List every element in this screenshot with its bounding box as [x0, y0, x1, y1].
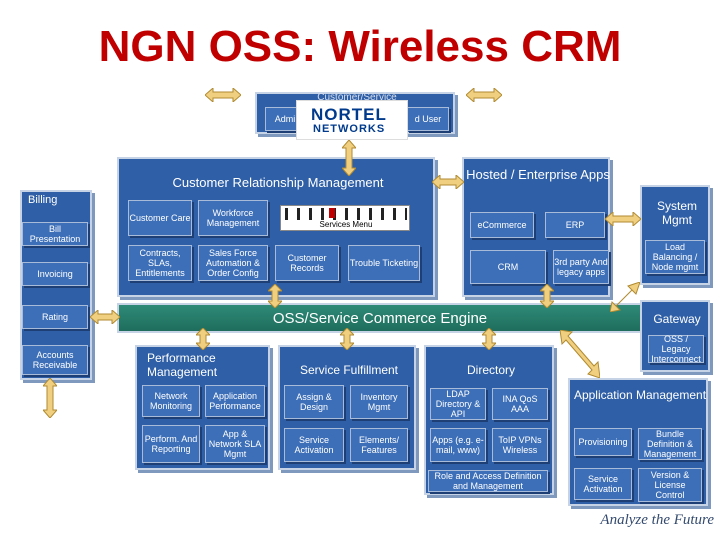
slide-title: NGN OSS: Wireless CRM	[98, 22, 622, 71]
rating: Rating	[22, 305, 88, 329]
invoicing: Invoicing	[22, 262, 88, 286]
hosted-title: Hosted / Enterprise Apps	[466, 167, 610, 182]
crm-hosted-cell: CRM	[470, 250, 546, 284]
directory-title: Directory	[466, 363, 515, 377]
customer-service-label: Customer/Service	[317, 92, 397, 103]
load-balancing-cell: Load Balancing / Node mgmt	[645, 240, 705, 274]
arrow-billing-engine	[90, 310, 120, 324]
network-monitoring-cell: Network Monitoring	[142, 385, 200, 417]
elements-features-cell: Elements/ Features	[350, 428, 408, 462]
assign-design-cell: Assign & Design	[284, 385, 344, 419]
fulfillment-title: Service Fulfillment	[299, 363, 399, 377]
arrow-hosted-system	[605, 212, 641, 226]
footer-tagline: Analyze the Future	[600, 512, 714, 528]
perform-reporting-cell: Perform. And Reporting	[142, 425, 200, 463]
accounts-receivable: Accounts Receivable	[22, 345, 88, 375]
arrow-left-top	[205, 88, 241, 102]
arrow-right-top	[466, 88, 502, 102]
bill-presentation: Bill Presentation	[22, 222, 88, 246]
end-user-cell: d User	[407, 107, 449, 131]
nortel-logo: NORTEL NETWORKS	[296, 100, 408, 140]
services-menu-icons	[285, 208, 407, 220]
system-mgmt-title: System Mgmt	[656, 199, 697, 227]
billing-label: Billing	[28, 194, 58, 206]
ina-qos-cell: INA QoS AAA	[492, 388, 548, 420]
inventory-mgmt-cell: Inventory Mgmt	[350, 385, 408, 419]
application-performance-cell: Application Performance	[205, 385, 265, 417]
arrow-crm-engine	[268, 284, 282, 308]
customer-care-cell: Customer Care	[128, 200, 192, 236]
arrow-engine-performance	[196, 328, 210, 350]
arrow-logo-crm	[342, 140, 356, 176]
sales-force-cell: Sales Force Automation & Order Config	[198, 245, 268, 281]
arrow-engine-directory	[482, 328, 496, 350]
arrow-engine-appmgmt	[560, 330, 600, 378]
toip-cell: ToIP VPNs Wireless	[492, 428, 548, 462]
provisioning-cell: Provisioning	[574, 428, 632, 456]
crm-title: Customer Relationship Management	[172, 175, 384, 190]
arrow-hosted-engine	[540, 284, 554, 308]
app-mgmt-title: Application Management	[573, 388, 707, 402]
apps-cell: Apps (e.g. e-mail, www)	[430, 428, 486, 462]
customer-records-cell: Customer Records	[275, 245, 339, 281]
logo-brand-1: NORTEL	[311, 105, 387, 124]
app-network-sla-cell: App & Network SLA Mgmt	[205, 425, 265, 463]
services-menu-label: Services Menu	[319, 220, 373, 229]
performance-title: Performance Management	[147, 351, 218, 379]
app-service-activation-cell: Service Activation	[574, 468, 632, 500]
arrow-crm-hosted	[432, 175, 464, 189]
oss-legacy-cell: OSS / Legacy Interconnect	[648, 334, 704, 364]
trouble-ticketing-cell: Trouble Ticketing	[348, 245, 420, 281]
ldap-cell: LDAP Directory & API	[430, 388, 486, 420]
arrow-engine-fulfillment	[340, 328, 354, 350]
ecommerce-cell: eCommerce	[470, 212, 534, 238]
arrow-engine-gateway	[610, 282, 640, 312]
version-license-cell: Version & License Control	[638, 468, 702, 502]
workforce-management-cell: Workforce Management	[198, 200, 268, 236]
gateway-title: Gateway	[653, 312, 701, 326]
arrow-billing-vertical	[43, 378, 57, 418]
service-commerce-engine: OSS/Service Commerce Engine	[117, 303, 643, 333]
contracts-cell: Contracts, SLAs, Entitlements	[128, 245, 192, 281]
logo-brand-2: NETWORKS	[313, 123, 386, 135]
services-menu: Services Menu	[280, 205, 410, 231]
erp-cell: ERP	[545, 212, 605, 238]
role-access-cell: Role and Access Definition and Managemen…	[428, 470, 548, 492]
services-menu-icon-accent	[329, 208, 335, 218]
third-party-cell: 3rd party And legacy apps	[553, 250, 609, 284]
service-activation-cell: Service Activation	[284, 428, 344, 462]
bundle-definition-cell: Bundle Definition & Management	[638, 428, 702, 460]
